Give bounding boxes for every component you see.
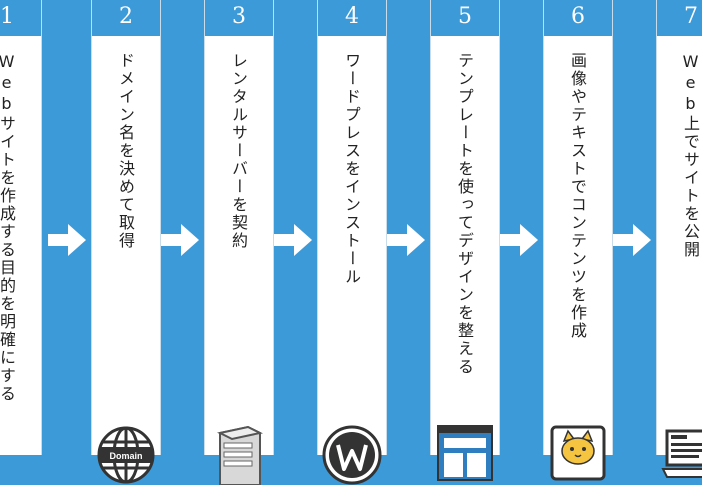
arrow-right-icon — [387, 224, 425, 256]
step-text: ワードプレスをインストール — [342, 52, 361, 286]
step-text: Web上でサイトを公開 — [681, 52, 700, 259]
arrow-right-icon — [500, 224, 538, 256]
step-text: Webサイトを作成する目的を明確にする — [0, 52, 16, 403]
step-text: レンタルサーバーを契約 — [229, 52, 248, 250]
step-number: 6 — [544, 0, 612, 36]
step-6-panel: 6 画像やテキストでコンテンツを作成 — [543, 0, 613, 481]
step-number: 4 — [318, 0, 386, 36]
arrow-right-icon — [613, 224, 651, 256]
wordpress-icon — [322, 425, 382, 485]
arrow-right-icon — [274, 224, 312, 256]
server-icon — [217, 425, 263, 485]
step-number: 3 — [205, 0, 273, 36]
step-number: 7 — [657, 0, 702, 36]
arrow-right-icon — [161, 224, 199, 256]
step-number: 1 — [0, 0, 41, 36]
step-number: 5 — [431, 0, 499, 36]
step-1-panel: 1 Webサイトを作成する目的を明確にする — [0, 0, 42, 455]
step-text: テンプレートを使ってデザインを整える — [455, 52, 474, 376]
step-text: ドメイン名を決めて取得 — [116, 52, 135, 250]
layout-template-icon — [437, 425, 493, 481]
step-7-panel: 7 Web上でサイトを公開 — [656, 0, 702, 478]
cat-image-icon — [550, 425, 606, 481]
monitor-icon — [661, 429, 702, 478]
step-3-panel: 3 レンタルサーバーを契約 — [204, 0, 274, 485]
step-text: 画像やテキストでコンテンツを作成 — [568, 52, 587, 340]
step-5-panel: 5 テンプレートを使ってデザインを整える — [430, 0, 500, 481]
step-number: 2 — [92, 0, 160, 36]
step-2-panel: 2 ドメイン名を決めて取得 Domain — [91, 0, 161, 484]
step-4-panel: 4 ワードプレスをインストール — [317, 0, 387, 485]
arrow-right-icon — [48, 224, 86, 256]
globe-icon: Domain — [97, 426, 155, 484]
globe-icon-label: Domain — [109, 451, 142, 461]
